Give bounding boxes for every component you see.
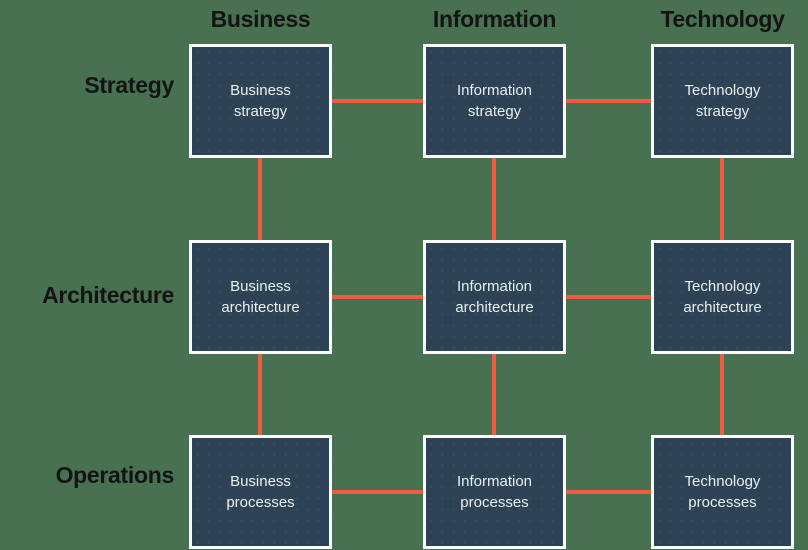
box-label-business-strategy: Business strategy — [230, 82, 291, 120]
box-business-architecture: Business architecture — [189, 240, 332, 354]
box-technology-strategy: Technology strategy — [651, 44, 794, 158]
row-label-operations: Operations — [55, 462, 175, 488]
box-label-business-architecture: Business architecture — [221, 278, 300, 316]
box-business-processes: Business processes — [189, 435, 332, 549]
box-label-business-processes: Business processes — [226, 473, 295, 511]
box-information-architecture: Information architecture — [423, 240, 566, 354]
box-business-strategy: Business strategy — [189, 44, 332, 158]
box-technology-processes: Technology processes — [651, 435, 794, 549]
box-label-technology-strategy: Technology strategy — [684, 82, 761, 120]
box-information-strategy: Information strategy — [423, 44, 566, 158]
row-label-architecture: Architecture — [42, 282, 174, 308]
box-label-technology-processes: Technology processes — [684, 473, 761, 511]
box-label-technology-architecture: Technology architecture — [683, 278, 762, 316]
column-header-technology: Technology — [660, 6, 785, 32]
box-information-processes: Information processes — [423, 435, 566, 549]
box-label-information-strategy: Information strategy — [456, 82, 533, 120]
box-technology-architecture: Technology architecture — [651, 240, 794, 354]
box-label-information-architecture: Information architecture — [455, 278, 534, 316]
column-header-business: Business — [210, 6, 311, 32]
row-label-strategy: Strategy — [84, 72, 174, 98]
box-label-information-processes: Information processes — [456, 473, 533, 511]
column-header-information: Information — [432, 6, 557, 32]
